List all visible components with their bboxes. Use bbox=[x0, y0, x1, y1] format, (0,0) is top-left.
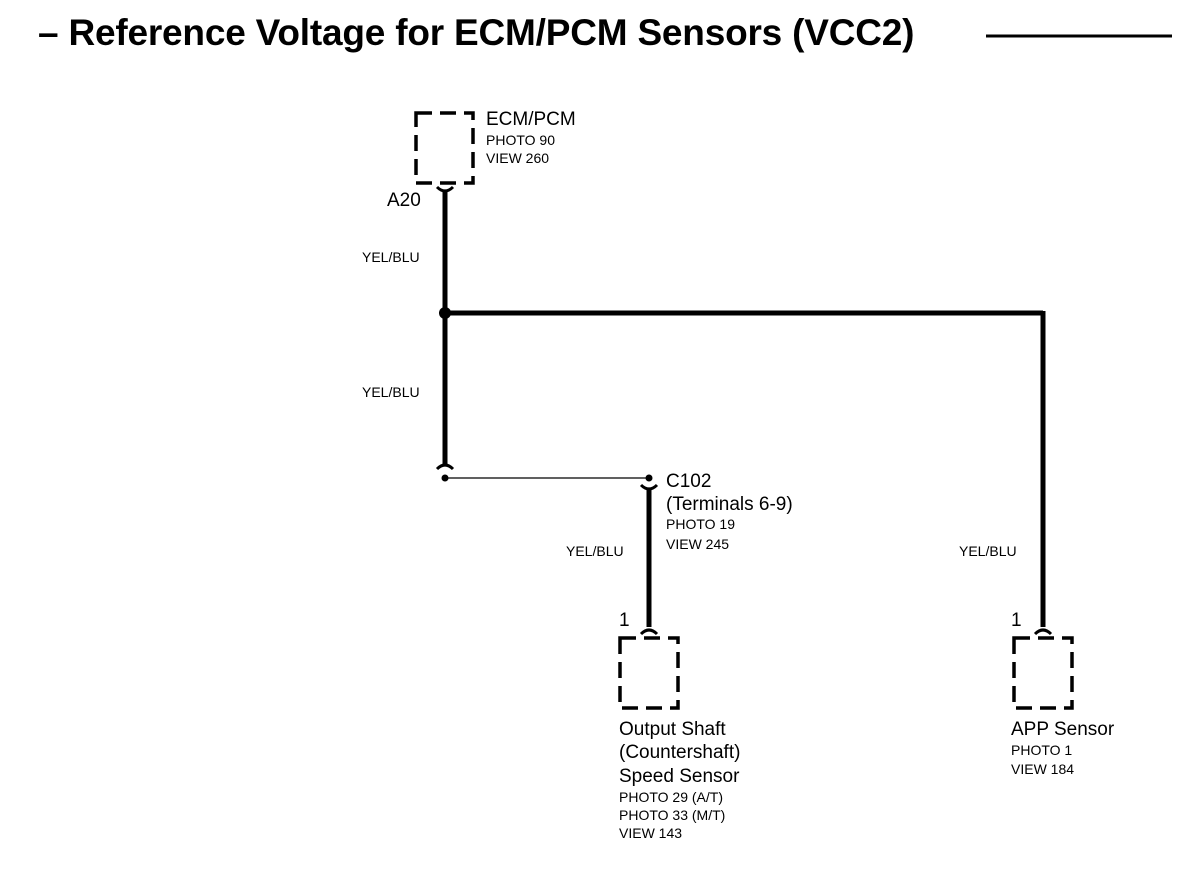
wire-color-middle: YEL/BLU bbox=[362, 384, 420, 400]
ecm-photo: PHOTO 90 bbox=[486, 132, 555, 148]
output-shaft-photo-at: PHOTO 29 (A/T) bbox=[619, 789, 723, 805]
ecm-name: ECM/PCM bbox=[486, 109, 576, 130]
ecm-pin-label: A20 bbox=[387, 190, 421, 211]
output-shaft-name-line3: Speed Sensor bbox=[619, 766, 740, 787]
ecm-pcm-connector-box bbox=[414, 111, 475, 185]
c102-view: VIEW 245 bbox=[666, 536, 730, 552]
app-sensor-photo: PHOTO 1 bbox=[1011, 742, 1073, 758]
wire-color-top: YEL/BLU bbox=[362, 249, 420, 265]
output-shaft-view: VIEW 143 bbox=[619, 825, 683, 841]
output-shaft-name-line1: Output Shaft bbox=[619, 719, 726, 740]
c102-right-arc bbox=[639, 483, 659, 491]
diagram-title: – Reference Voltage for ECM/PCM Sensors … bbox=[38, 12, 915, 53]
output-shaft-pin-label: 1 bbox=[619, 610, 630, 631]
c102-name: C102 bbox=[666, 471, 712, 492]
wire-color-output-shaft: YEL/BLU bbox=[566, 543, 624, 559]
output-shaft-name-line2: (Countershaft) bbox=[619, 742, 741, 763]
c102-terminals: (Terminals 6-9) bbox=[666, 494, 793, 515]
output-shaft-terminal-arc bbox=[639, 628, 659, 636]
c102-left-arc bbox=[435, 463, 455, 471]
app-sensor-box bbox=[1012, 636, 1074, 710]
output-shaft-sensor-box bbox=[618, 636, 680, 710]
wire-color-app: YEL/BLU bbox=[959, 543, 1017, 559]
app-sensor-view: VIEW 184 bbox=[1011, 761, 1075, 777]
app-pin-label: 1 bbox=[1011, 610, 1022, 631]
ecm-view: VIEW 260 bbox=[486, 150, 550, 166]
app-sensor-name: APP Sensor bbox=[1011, 719, 1115, 740]
c102-right-pin bbox=[645, 474, 653, 482]
app-terminal-arc bbox=[1033, 628, 1053, 636]
ecm-terminal-arc bbox=[435, 185, 455, 193]
output-shaft-photo-mt: PHOTO 33 (M/T) bbox=[619, 807, 726, 823]
c102-photo: PHOTO 19 bbox=[666, 516, 735, 532]
